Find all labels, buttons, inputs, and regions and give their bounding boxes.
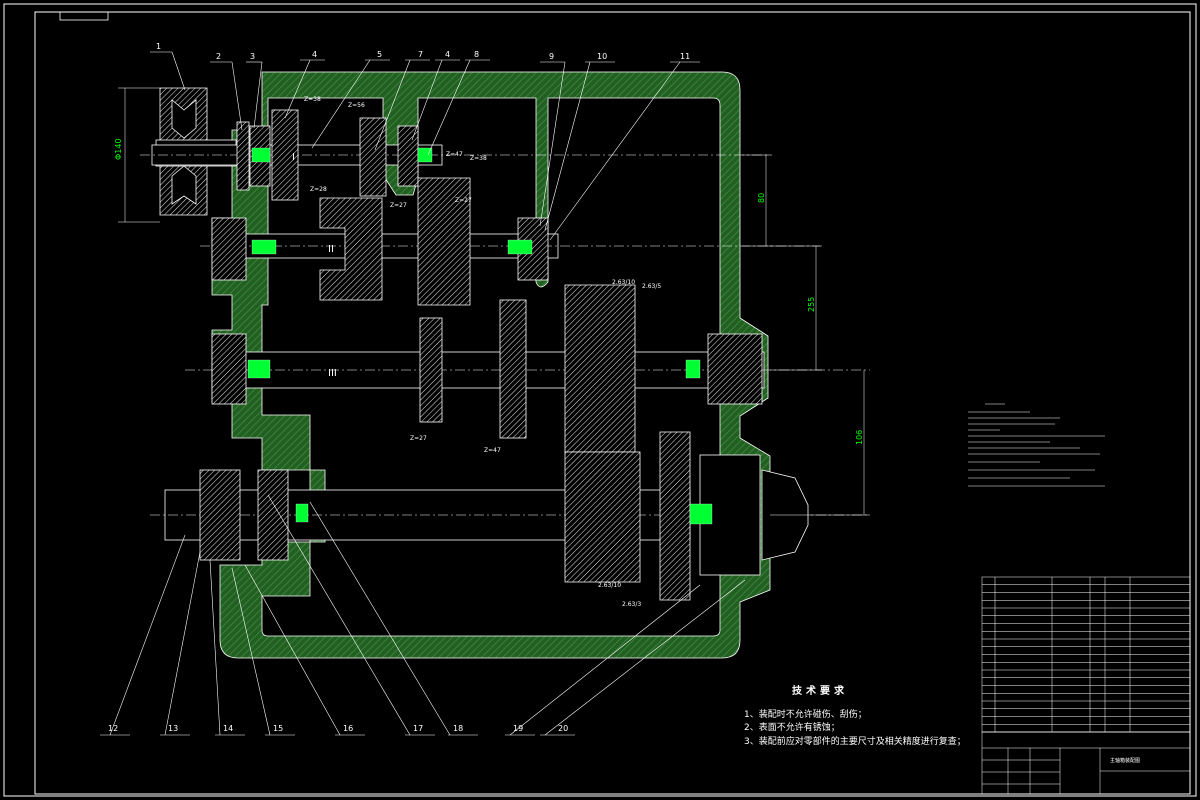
gear-label: Z=38 [304,96,321,103]
spindle [150,431,870,601]
shaft-labels: I II III [292,152,337,379]
part-no-10: 10 [597,52,607,61]
gear-label: Z=56 [348,102,365,109]
gear-label: Z=38 [470,155,487,162]
inner-border [34,11,1191,795]
title-block [981,731,1191,795]
tech-req-item: 3、装配前应对零部件的主要尺寸及相关精度进行复查； [744,735,966,747]
gear-label: Z=27 [410,435,427,442]
bom-table [981,576,1191,733]
gear-label: 2.63/10 [598,582,621,589]
part-numbers: 1 2 3 4 5 7 4 8 9 10 11 12 13 14 15 16 1… [108,42,690,733]
shaft-label-I: I [292,152,295,163]
notes-block [968,403,1105,487]
gear-label: Z=47 [446,151,463,158]
part-no-13: 13 [168,724,178,733]
part-no-15: 15 [273,724,283,733]
gear-label: Z=47 [484,447,501,454]
gear-label: Z=27 [455,197,472,204]
gear-label: 2.63/5 [642,283,661,290]
part-no-8: 8 [474,50,479,59]
gear-label: Z=27 [390,202,407,209]
part-no-4b: 4 [445,50,450,59]
part-no-16: 16 [343,724,353,733]
shaft-label-III: III [328,368,337,379]
corner-tag [59,11,109,21]
drawing-title: 主轴箱装配图 [1110,757,1140,764]
dim-80: 80 [757,193,766,203]
part-no-19: 19 [513,724,523,733]
gear-label: 2.63/10 [612,279,635,286]
part-no-11: 11 [680,52,690,61]
part-no-7: 7 [418,50,423,59]
dim-255: 255 [807,297,816,312]
bearing-markers [247,147,713,525]
tech-req-item: 2、表面不允许有锈蚀； [744,721,840,733]
shaft-label-II: II [328,244,334,255]
gear-label: 2.63/3 [622,601,641,608]
part-no-9: 9 [549,52,554,61]
outer-border [3,3,1197,797]
part-no-18: 18 [453,724,463,733]
part-no-12: 12 [108,724,118,733]
tech-req-title: 技术要求 [792,684,848,697]
gear-label: Z=28 [310,186,327,193]
dim-106: 106 [855,430,864,445]
dim-pulley-dia: Φ140 [114,138,123,160]
part-no-3: 3 [250,52,255,61]
shaft-III [185,284,870,453]
part-no-20: 20 [558,724,568,733]
part-no-5: 5 [377,50,382,59]
technical-requirements: 技术要求 1、装配时不允许碰伤、刮伤； 2、表面不允许有锈蚀； 3、装配前应对零… [744,684,966,747]
part-no-4: 4 [312,50,317,59]
part-no-1: 1 [156,42,161,51]
tech-req-item: 1、装配时不允许碰伤、刮伤； [744,708,867,720]
part-no-14: 14 [223,724,233,733]
part-no-2: 2 [216,52,221,61]
part-no-17: 17 [413,724,423,733]
leader-lines [100,51,746,736]
dimension-lines [118,87,870,516]
shaft-II [200,177,820,306]
gear-labels: Z=38 Z=56 Z=28 Z=27 Z=47 Z=38 Z=27 Z=27 … [304,96,661,608]
